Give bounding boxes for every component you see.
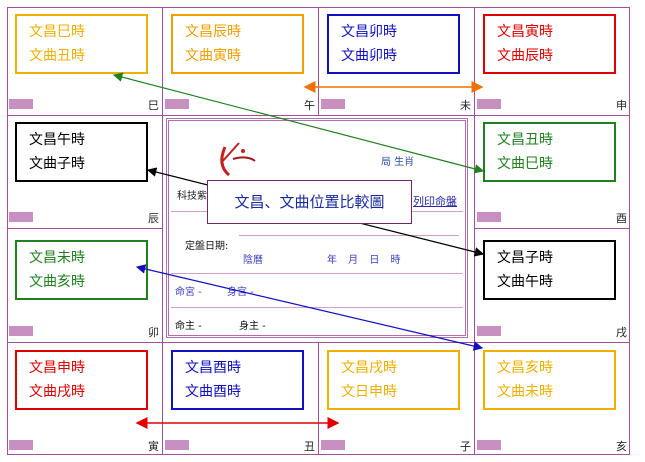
cell-yin: 文昌申時文曲戌時 — [15, 350, 148, 410]
wenqu-time: 文曲丑時 — [29, 48, 85, 64]
branch-label-shen: 申 — [616, 99, 627, 112]
wenqu-time: 文曲卯時 — [341, 48, 397, 64]
cell-hai: 文昌亥時文曲未時 — [483, 350, 616, 410]
wenchang-time: 文昌申時 — [29, 360, 85, 376]
cell-tag — [477, 440, 501, 450]
cell-tag — [477, 99, 501, 109]
cell-tag — [477, 212, 501, 222]
branch-label-yin: 寅 — [148, 440, 159, 453]
wenchang-time: 文昌子時 — [497, 250, 553, 266]
wenchang-time: 文昌午時 — [29, 132, 85, 148]
branch-label-you: 酉 — [616, 212, 627, 225]
wenqu-time: 文日申時 — [341, 384, 397, 400]
grid-line — [318, 7, 319, 115]
cell-zi: 文昌戌時文日申時 — [327, 350, 460, 410]
wenqu-time: 文曲午時 — [497, 274, 553, 290]
arrow-mao-hai — [135, 264, 484, 351]
cell-si: 文昌巳時文曲丑時 — [15, 14, 148, 74]
cell-tag — [9, 326, 33, 336]
cell-wei: 文昌卯時文曲卯時 — [327, 14, 460, 74]
cell-tag — [9, 212, 33, 222]
wenchang-time: 文昌辰時 — [185, 24, 241, 40]
branch-label-chou: 丑 — [304, 440, 315, 453]
branch-label-hai: 亥 — [616, 440, 627, 453]
grid-line — [318, 342, 319, 455]
wenchang-time: 文昌戌時 — [341, 360, 397, 376]
grid-line — [474, 228, 630, 229]
wenqu-time: 文曲寅時 — [185, 48, 241, 64]
birth-date-fields: 年 月 日 時 — [327, 255, 401, 266]
wenqu-time: 文曲亥時 — [29, 274, 85, 290]
cell-mao: 文昌未時文曲亥時 — [15, 240, 148, 300]
cell-wu: 文昌辰時文曲寅時 — [171, 14, 304, 74]
cell-tag — [477, 326, 501, 336]
cell-tag — [9, 99, 33, 109]
cell-shen: 文昌寅時文曲辰時 — [483, 14, 616, 74]
branch-label-xu: 戌 — [616, 326, 627, 339]
wenchang-time: 文昌亥時 — [497, 360, 553, 376]
grid-line — [7, 228, 162, 229]
wenchang-time: 文昌未時 — [29, 250, 85, 266]
wenchang-time: 文昌巳時 — [29, 24, 85, 40]
arrow-si-you — [112, 72, 485, 174]
cell-tag — [321, 440, 345, 450]
wenchang-time: 文昌酉時 — [185, 360, 241, 376]
wenqu-time: 文曲子時 — [29, 156, 85, 172]
wenchang-time: 文昌卯時 — [341, 24, 397, 40]
cell-you: 文昌丑時文曲巳時 — [483, 122, 616, 182]
diagram-title: 文昌、文曲位置比較圖 — [207, 180, 412, 224]
cell-tag — [165, 440, 189, 450]
wenchang-time: 文昌寅時 — [497, 24, 553, 40]
wenqu-time: 文曲辰時 — [497, 48, 553, 64]
wenqu-time: 文曲戌時 — [29, 384, 85, 400]
wenchang-time: 文昌丑時 — [497, 132, 553, 148]
cell-xu: 文昌子時文曲午時 — [483, 240, 616, 300]
branch-label-zi: 子 — [460, 440, 471, 453]
calendar-type: 陰曆 — [243, 255, 263, 266]
wenqu-time: 文曲酉時 — [185, 384, 241, 400]
wenqu-time: 文曲未時 — [497, 384, 553, 400]
cell-tag — [9, 440, 33, 450]
cell-chou: 文昌酉時文曲酉時 — [171, 350, 304, 410]
wenqu-time: 文曲巳時 — [497, 156, 553, 172]
